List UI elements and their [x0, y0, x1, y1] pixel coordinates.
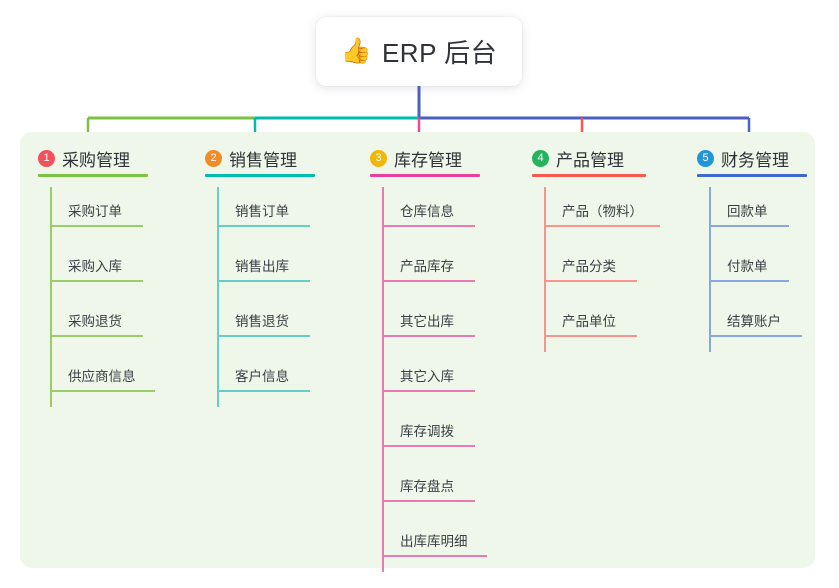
- menu-item-underline: [217, 335, 310, 337]
- menu-item[interactable]: 销售订单: [217, 187, 310, 227]
- menu-item[interactable]: 采购入库: [50, 242, 143, 282]
- menu-item[interactable]: 其它出库: [382, 297, 475, 337]
- menu-item[interactable]: 其它入库: [382, 352, 475, 392]
- menu-item[interactable]: 采购退货: [50, 297, 143, 337]
- menu-item[interactable]: 产品（物料）: [544, 187, 660, 227]
- branch-badge-4: 4: [532, 150, 549, 167]
- menu-item-underline: [217, 280, 310, 282]
- menu-item[interactable]: 客户信息: [217, 352, 310, 392]
- branch-spine-2: [217, 187, 219, 407]
- menu-item-label: 产品库存: [400, 259, 454, 274]
- menu-item-label: 付款单: [727, 259, 768, 274]
- menu-item-label: 其它出库: [400, 314, 454, 329]
- branch-title-4: 产品管理: [556, 151, 624, 170]
- menu-item-label: 客户信息: [235, 369, 289, 384]
- root-node-card[interactable]: 👍 ERP 后台: [316, 17, 522, 86]
- menu-item-underline: [50, 280, 143, 282]
- menu-item[interactable]: 采购订单: [50, 187, 143, 227]
- menu-item-underline: [544, 280, 637, 282]
- menu-item-underline: [544, 335, 637, 337]
- root-node-content: 👍 ERP 后台: [341, 33, 497, 70]
- branch-title-1: 采购管理: [62, 151, 130, 170]
- menu-item-label: 采购入库: [68, 259, 122, 274]
- menu-item-label: 销售退货: [235, 314, 289, 329]
- menu-item-underline: [709, 335, 802, 337]
- menu-item[interactable]: 库存盘点: [382, 462, 475, 502]
- menu-item[interactable]: 库存调拨: [382, 407, 475, 447]
- menu-item-underline: [50, 225, 143, 227]
- menu-item[interactable]: 结算账户: [709, 297, 802, 337]
- branch-title-3: 库存管理: [394, 151, 462, 170]
- branch-spine-1: [50, 187, 52, 407]
- menu-item[interactable]: 销售出库: [217, 242, 310, 282]
- thumbs-up-icon: 👍: [340, 37, 372, 65]
- menu-item-label: 采购退货: [68, 314, 122, 329]
- menu-item-label: 库存盘点: [400, 479, 454, 494]
- menu-item-underline: [382, 280, 475, 282]
- menu-item-label: 结算账户: [727, 314, 781, 329]
- branch-title-2: 销售管理: [229, 151, 297, 170]
- menu-item-label: 其它入库: [400, 369, 454, 384]
- page-title: ERP 后台: [381, 38, 498, 68]
- menu-item-underline: [382, 500, 475, 502]
- menu-item-label: 采购订单: [68, 204, 122, 219]
- branch-spine-3: [382, 187, 384, 572]
- branch-badge-3: 3: [370, 150, 387, 167]
- menu-item[interactable]: 产品分类: [544, 242, 637, 282]
- branch-spine-5: [709, 187, 711, 352]
- menu-item[interactable]: 仓库信息: [382, 187, 475, 227]
- branches-panel: [20, 132, 815, 568]
- branch-underline-1: [38, 174, 148, 177]
- branch-header-4[interactable]: 4 产品管理: [532, 146, 624, 171]
- menu-item-underline: [382, 225, 475, 227]
- menu-item-underline: [382, 390, 475, 392]
- menu-item-underline: [544, 225, 660, 227]
- menu-item-underline: [382, 555, 487, 557]
- menu-item[interactable]: 出库库明细: [382, 517, 487, 557]
- menu-item-underline: [709, 280, 789, 282]
- menu-item-underline: [50, 390, 155, 392]
- menu-item-underline: [217, 225, 310, 227]
- branch-badge-2: 2: [205, 150, 222, 167]
- menu-item[interactable]: 产品单位: [544, 297, 637, 337]
- branch-underline-5: [697, 174, 807, 177]
- menu-item-underline: [50, 335, 143, 337]
- branch-header-1[interactable]: 1 采购管理: [38, 146, 130, 171]
- menu-item-underline: [217, 390, 310, 392]
- menu-item[interactable]: 付款单: [709, 242, 789, 282]
- branch-underline-4: [532, 174, 646, 177]
- menu-item-label: 仓库信息: [400, 204, 454, 219]
- menu-item-label: 供应商信息: [68, 369, 136, 384]
- branch-title-5: 财务管理: [721, 151, 789, 170]
- menu-item-label: 产品分类: [562, 259, 616, 274]
- menu-item[interactable]: 产品库存: [382, 242, 475, 282]
- branch-badge-5: 5: [697, 150, 714, 167]
- menu-item-label: 销售订单: [235, 204, 289, 219]
- menu-item-label: 产品单位: [562, 314, 616, 329]
- branch-header-2[interactable]: 2 销售管理: [205, 146, 297, 171]
- menu-item-underline: [382, 335, 475, 337]
- branch-underline-3: [370, 174, 480, 177]
- menu-item[interactable]: 回款单: [709, 187, 789, 227]
- menu-item-underline: [709, 225, 789, 227]
- menu-item[interactable]: 销售退货: [217, 297, 310, 337]
- menu-item-label: 出库库明细: [400, 534, 468, 549]
- menu-item-underline: [382, 445, 475, 447]
- branch-underline-2: [205, 174, 315, 177]
- menu-item-label: 销售出库: [235, 259, 289, 274]
- branch-spine-4: [544, 187, 546, 352]
- branch-header-5[interactable]: 5 财务管理: [697, 146, 789, 171]
- menu-item-label: 库存调拨: [400, 424, 454, 439]
- branch-header-3[interactable]: 3 库存管理: [370, 146, 462, 171]
- menu-item-label: 产品（物料）: [562, 204, 643, 219]
- menu-item-label: 回款单: [727, 204, 768, 219]
- menu-item[interactable]: 供应商信息: [50, 352, 155, 392]
- branch-badge-1: 1: [38, 150, 55, 167]
